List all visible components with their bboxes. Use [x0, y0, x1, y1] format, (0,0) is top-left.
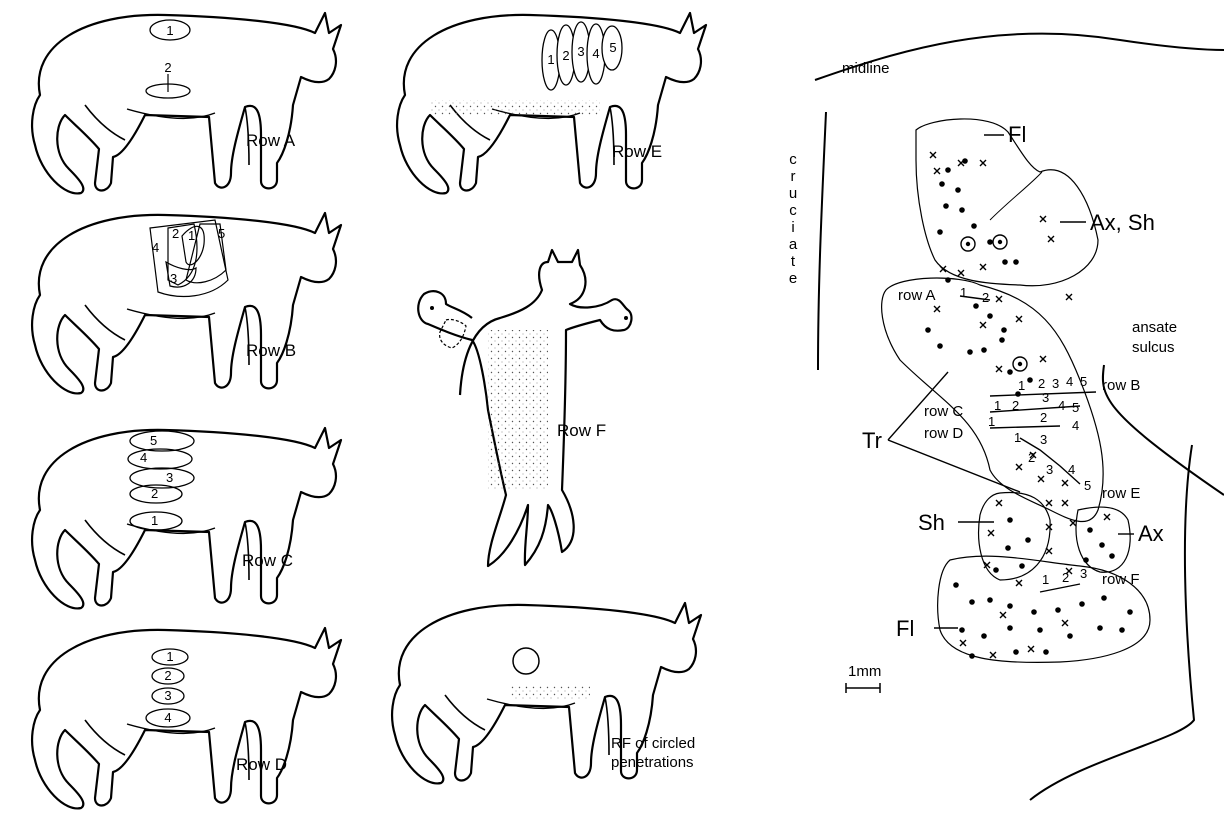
rf-e-2-label: 2: [562, 48, 569, 63]
row-e-map-label: row E: [1102, 485, 1140, 502]
cat-row-e: 1 2 3 4 5 Row E: [397, 13, 706, 193]
rf-d-3-label: 3: [164, 688, 171, 703]
svg-text:2: 2: [982, 290, 989, 305]
svg-text:1: 1: [994, 398, 1001, 413]
svg-text:1: 1: [1018, 378, 1025, 393]
cat-rf-circled: RF of circled penetrations: [392, 603, 701, 783]
scale-label: 1mm: [848, 663, 881, 680]
rf-c-4-label: 4: [140, 450, 147, 465]
svg-text:3: 3: [1080, 566, 1087, 581]
rf-c-1-label: 1: [151, 513, 158, 528]
rf-e-3-label: 3: [577, 44, 584, 59]
svg-text:5: 5: [1072, 400, 1079, 415]
cat-row-c: 5 4 3 2 1 Row C: [32, 428, 341, 608]
scale-bar: 1mm: [846, 663, 881, 693]
rf-c-5: [130, 431, 194, 451]
svg-text:e: e: [789, 270, 797, 287]
rf-d-1-label: 1: [166, 649, 173, 664]
rf-label-line2: penetrations: [611, 754, 694, 771]
row-a-map-label: row A: [898, 287, 936, 304]
rf-e-1-label: 1: [547, 52, 554, 67]
svg-text:1: 1: [1042, 572, 1049, 587]
rf-c-5-label: 5: [150, 433, 157, 448]
ansate-label-2: sulcus: [1132, 339, 1175, 356]
svg-text:5: 5: [1080, 374, 1087, 389]
cat-row-b: 4 2 1 5 3 Row B: [32, 213, 341, 393]
ax-region: [1076, 507, 1130, 572]
svg-text:1: 1: [960, 285, 967, 300]
svg-text:2: 2: [1040, 410, 1047, 425]
rf-b-5-label: 5: [218, 226, 225, 241]
ax-label: Ax: [1138, 521, 1164, 546]
rf-label-line1: RF of circled: [611, 735, 695, 752]
rf-d-4-label: 4: [164, 710, 171, 725]
svg-text:c: c: [789, 202, 797, 219]
cat-row-f: Row F: [418, 250, 631, 566]
cruciate-label: c r u c i a t e: [789, 151, 798, 287]
row-e-label: Row E: [612, 142, 662, 161]
svg-text:2: 2: [1062, 570, 1069, 585]
cat-row-a: 1 2 Row A: [32, 13, 341, 193]
svg-text:3: 3: [1042, 390, 1049, 405]
rf-a-2-label: 2: [164, 60, 171, 75]
row-b-map-label: row B: [1102, 377, 1140, 394]
svg-text:t: t: [791, 253, 796, 270]
svg-text:3: 3: [1046, 462, 1053, 477]
rf-e-4-label: 4: [592, 46, 599, 61]
cat-row-d: 1 2 3 4 Row D: [32, 628, 341, 808]
svg-text:3: 3: [1040, 432, 1047, 447]
rf-b-3-label: 3: [170, 271, 177, 286]
svg-text:r: r: [791, 168, 796, 185]
svg-text:i: i: [791, 219, 794, 236]
rf-c-2-label: 2: [151, 486, 158, 501]
row-b-label: Row B: [246, 341, 296, 360]
svg-text:5: 5: [1084, 478, 1091, 493]
row-c-label: Row C: [242, 551, 293, 570]
trunk-region: [882, 278, 1104, 522]
svg-text:1: 1: [1014, 430, 1021, 445]
rf-b-4-label: 4: [152, 240, 159, 255]
row-d-map-label: row D: [924, 425, 963, 442]
svg-text:2: 2: [1012, 398, 1019, 413]
ax-sh-label: Ax, Sh: [1090, 210, 1155, 235]
svg-text:2: 2: [1028, 450, 1035, 465]
rf-c-3-label: 3: [166, 470, 173, 485]
svg-text:2: 2: [1038, 376, 1045, 391]
rf-c-4: [128, 449, 192, 469]
fl-bottom-label: Fl: [896, 616, 914, 641]
svg-text:a: a: [789, 236, 798, 253]
rf-e-5-label: 5: [609, 40, 616, 55]
tr-label: Tr: [862, 428, 882, 453]
row-d-label: Row D: [236, 755, 287, 774]
ansate-label-1: ansate: [1132, 319, 1177, 336]
rf-a-1-label: 1: [166, 23, 173, 38]
rf-b-1-label: 1: [188, 228, 195, 243]
svg-text:1: 1: [988, 414, 995, 429]
svg-text:4: 4: [1066, 374, 1073, 389]
svg-text:4: 4: [1058, 398, 1065, 413]
rf-circled-field: [513, 648, 539, 674]
row-f-map-label: row F: [1102, 571, 1140, 588]
rf-b-2-label: 2: [172, 226, 179, 241]
fl-top-label: Fl: [1008, 122, 1026, 147]
sh-label: Sh: [918, 510, 945, 535]
cortical-map: midline c r u c i a t e ansate sulcus: [789, 34, 1224, 800]
row-a-label: Row A: [246, 131, 296, 150]
svg-text:4: 4: [1068, 462, 1075, 477]
midline-label: midline: [842, 60, 890, 77]
svg-text:4: 4: [1072, 418, 1079, 433]
row-c-map-label: row C: [924, 403, 963, 420]
row-f-label: Row F: [557, 421, 606, 440]
rf-d-2-label: 2: [164, 668, 171, 683]
svg-text:3: 3: [1052, 376, 1059, 391]
svg-text:c: c: [789, 151, 797, 168]
svg-text:u: u: [789, 185, 797, 202]
